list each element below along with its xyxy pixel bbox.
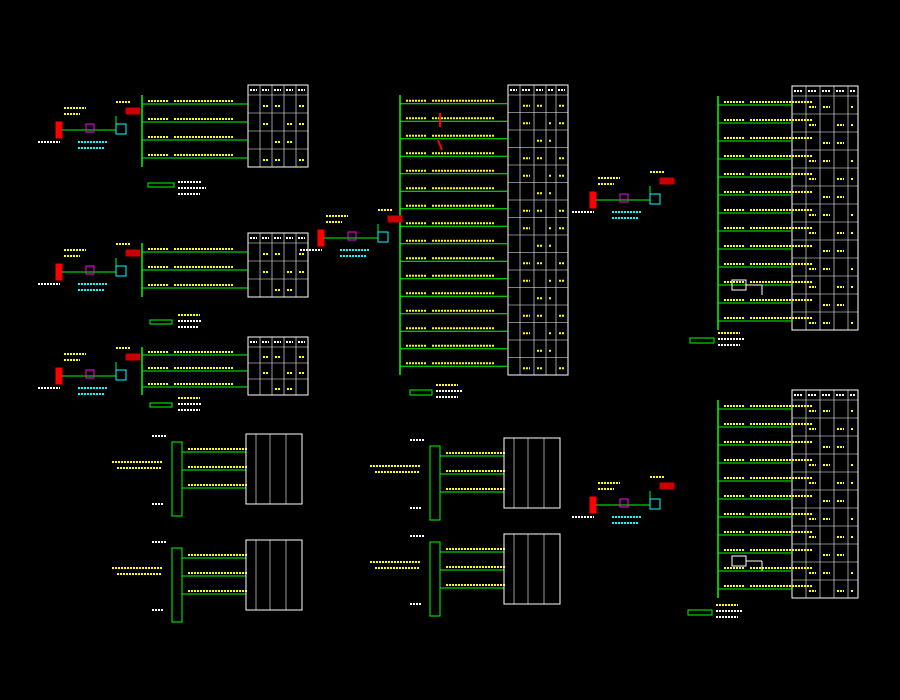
panel-l2-ct: [115, 265, 127, 277]
panel-r2-meter: [619, 498, 629, 508]
panel-l3-meter: [85, 369, 95, 379]
panel-m3-table: [503, 533, 561, 605]
panel-m2-enclosure: [429, 445, 441, 521]
panel-l3-tag: [125, 353, 141, 361]
panel-l2-meter: [85, 265, 95, 275]
panel-r1-tag: [659, 177, 675, 185]
panel-l2-tag: [125, 249, 141, 257]
panel-m2-table: [503, 437, 561, 509]
panel-r1-meter: [619, 193, 629, 203]
panel-l1-table: [247, 84, 309, 168]
spare-bar: [687, 609, 713, 616]
panel-l3-main-breaker: [55, 367, 63, 385]
panel-l1-tag: [125, 107, 141, 115]
panel-m1-ct: [377, 231, 389, 243]
panel-m1-tag: [387, 215, 403, 223]
spare-bar: [689, 337, 715, 344]
panel-r1-main-breaker: [589, 191, 597, 209]
panel-r1-ct: [649, 193, 661, 205]
panel-m1-meter: [347, 231, 357, 241]
sub-box: [731, 555, 747, 567]
panel-r2-tag: [659, 482, 675, 490]
panel-l4-enclosure: [171, 441, 183, 517]
panel-l5-enclosure: [171, 547, 183, 623]
panel-r2-main-breaker: [589, 496, 597, 514]
panel-m1-table: [507, 84, 569, 376]
panel-l2-table: [247, 232, 309, 298]
panel-l2-main-breaker: [55, 263, 63, 281]
panel-l4-table: [245, 433, 303, 505]
spare-bar: [149, 319, 173, 325]
panel-m1-main-breaker: [317, 229, 325, 247]
spare-bar: [149, 402, 173, 408]
panel-l1-main-breaker: [55, 121, 63, 139]
panel-l5-table: [245, 539, 303, 611]
panel-l1-ct: [115, 123, 127, 135]
breaker-red-mark: [437, 139, 443, 151]
panel-m3-enclosure: [429, 541, 441, 617]
panel-l3-table: [247, 336, 309, 396]
panel-l3-ct: [115, 369, 127, 381]
spare-bar: [409, 389, 433, 396]
panel-r2-ct: [649, 498, 661, 510]
panel-l1-meter: [85, 123, 95, 133]
schematic-layer: [38, 84, 859, 623]
spare-bar: [147, 182, 175, 188]
